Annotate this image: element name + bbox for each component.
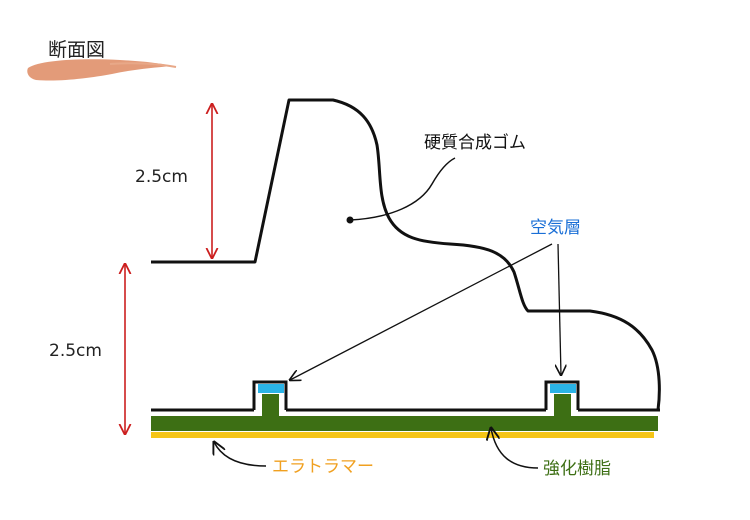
dimension-label-lower: 2.5cm [49, 341, 102, 361]
rubber-profile-outline [151, 98, 661, 411]
resin-layer [151, 416, 658, 431]
air-layer-arrow-right [558, 243, 561, 375]
brush-stroke-tail [109, 62, 177, 68]
rubber-label: 硬質合成ゴム [424, 132, 526, 153]
air-layer-arrow-left [290, 243, 553, 380]
elastomer-layer [151, 432, 654, 438]
vent-post-right [554, 394, 571, 418]
vent-outline-left [252, 380, 288, 410]
vent-outline-right [544, 380, 580, 410]
elastomer-leader [214, 442, 267, 467]
rubber-leader-line [349, 157, 456, 221]
vent-post-left [262, 394, 279, 418]
air-layer-label: 空気層 [530, 218, 581, 238]
diagram-title: 断面図 [48, 39, 105, 61]
dimension-label-upper: 2.5cm [135, 167, 188, 187]
air-layer-right [550, 384, 576, 393]
brush-stroke-icon [27, 59, 172, 81]
air-layer-left [258, 384, 284, 393]
resin-label: 強化樹脂 [543, 459, 611, 479]
elastomer-label: エラトラマー [272, 457, 374, 477]
resin-leader [491, 428, 539, 469]
